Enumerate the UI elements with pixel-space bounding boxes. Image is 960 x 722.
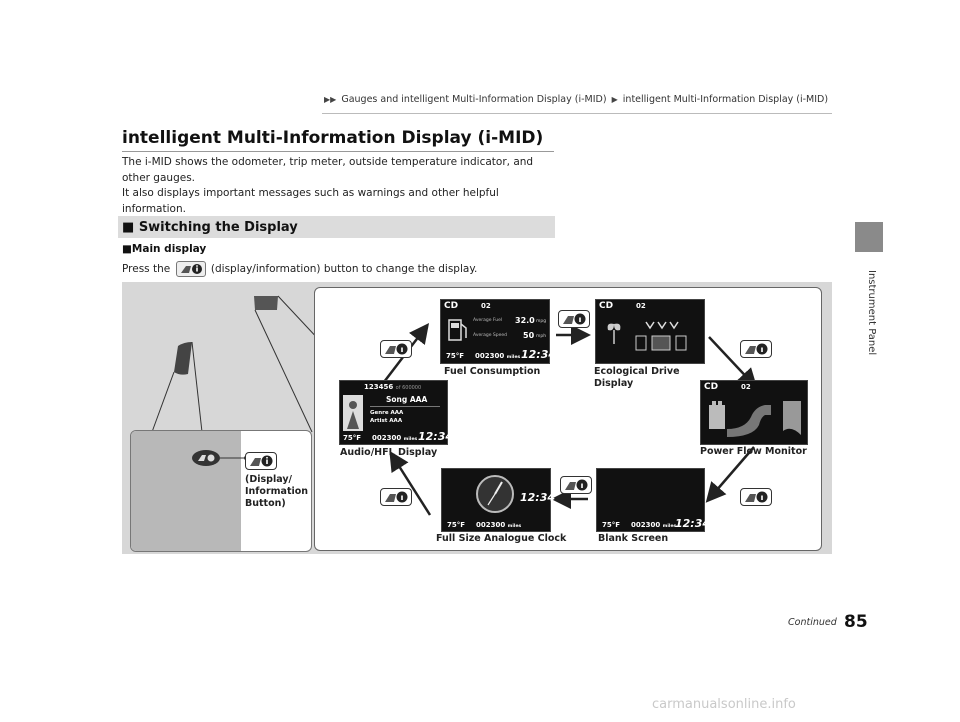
- cd-indicator: CD: [704, 382, 719, 392]
- outside-temperature: 75°F: [447, 521, 466, 529]
- blank-screen-label: Blank Screen: [598, 533, 669, 544]
- breadcrumb-arrow-icon: ▶: [611, 95, 618, 104]
- title-rule: [122, 151, 554, 152]
- display-info-button-icon: [740, 488, 772, 506]
- analogue-clock-label: Full Size Analogue Clock: [436, 533, 567, 544]
- album-art-icon: [343, 395, 363, 431]
- avg-fuel-label: Average Fuel: [473, 318, 503, 323]
- intro-line-1: The i-MID shows the odometer, trip meter…: [122, 156, 534, 184]
- analogue-clock-icon: [476, 475, 514, 513]
- steering-button-icon: [192, 450, 248, 466]
- clock-readout: 12:34: [675, 517, 711, 530]
- avg-speed-label: Average Speed: [473, 333, 508, 338]
- fuel-consumption-screen: CD 02 Average Fuel 32.0 mpg Average Spee…: [440, 299, 556, 364]
- clock-readout: 12:34: [418, 430, 454, 443]
- page-title: intelligent Multi-Information Display (i…: [122, 128, 544, 148]
- power-flow-label: Power Flow Monitor: [700, 446, 807, 457]
- continued-note: Continued: [788, 617, 837, 628]
- breadcrumb-item-1[interactable]: Gauges and intelligent Multi-Information…: [341, 94, 607, 105]
- breadcrumb-item-2[interactable]: intelligent Multi-Information Display (i…: [622, 94, 829, 105]
- power-flow-graphic: [709, 401, 801, 437]
- odometer: 002300 miles: [476, 521, 522, 529]
- button-label: (Display/ Information Button): [245, 474, 309, 509]
- breadcrumb: ▶▶ Gauges and intelligent Multi-Informat…: [322, 94, 828, 105]
- section-header-bar: [118, 216, 555, 238]
- track-number: 02: [481, 302, 491, 310]
- track-number: 02: [636, 302, 646, 310]
- outside-temperature: 75°F: [446, 352, 465, 360]
- button-inset: [130, 430, 312, 552]
- steering-wheel-area: [131, 431, 241, 551]
- eco-drive-screen: CD 02: [595, 299, 705, 364]
- avg-speed-unit: mph: [536, 334, 547, 339]
- avg-fuel-value: 32.0: [515, 316, 535, 325]
- avg-speed-value: 50: [523, 331, 535, 340]
- fuel-pump-icon: [448, 319, 467, 341]
- header-rule: [322, 113, 832, 114]
- odometer: 002300 miles: [475, 352, 521, 360]
- display-info-button-icon: [558, 310, 590, 328]
- display-info-button-icon: [560, 476, 592, 494]
- outside-temperature: 75°F: [602, 521, 621, 529]
- display-info-button-icon: [175, 261, 206, 277]
- side-tab-label: Instrument Panel: [866, 270, 877, 356]
- breadcrumb-arrow-icon: ▶▶: [324, 95, 337, 104]
- eco-leaf-graphic: [607, 321, 687, 351]
- intro-line-2: It also displays important messages such…: [122, 187, 499, 215]
- track-counter: 123456 of 600000: [364, 383, 422, 391]
- display-info-button-icon: [380, 340, 412, 358]
- eco-drive-label: Ecological Drive Display: [594, 366, 680, 389]
- song-title: Song AAA: [386, 395, 428, 404]
- clock-readout: 12:34: [521, 348, 557, 361]
- audio-hfl-screen: 123456 of 600000 Song AAA Genre AAA Arti…: [339, 380, 453, 445]
- outside-temperature: 75°F: [343, 434, 362, 442]
- intro-text: The i-MID shows the odometer, trip meter…: [122, 155, 562, 217]
- odometer: 002300 miles: [372, 434, 418, 442]
- clock-readout: 12:34: [520, 491, 556, 504]
- sub-title: ■Main display: [122, 243, 207, 255]
- fuel-consumption-label: Fuel Consumption: [444, 366, 541, 377]
- odometer: 002300 miles: [631, 521, 677, 529]
- display-info-button-icon: [380, 488, 412, 506]
- figure-callout-lines: [151, 295, 322, 433]
- display-info-button-icon: [245, 452, 277, 470]
- section-tab-marker: [855, 222, 883, 252]
- analogue-clock-screen: 12:34 75°F 002300 miles: [441, 468, 555, 532]
- avg-fuel-unit: mpg: [536, 319, 547, 324]
- artist: Artist AAA: [370, 418, 403, 424]
- cd-indicator: CD: [599, 301, 614, 311]
- track-number: 02: [741, 383, 751, 391]
- progress-rule: [370, 406, 440, 407]
- genre: Genre AAA: [370, 410, 404, 416]
- cd-indicator: CD: [444, 301, 459, 311]
- section-title: ■ Switching the Display: [122, 220, 298, 235]
- power-flow-screen: CD 02: [700, 380, 808, 445]
- press-instruction: Press the (display/information) button t…: [122, 261, 478, 277]
- watermark: carmanualsonline.info: [652, 697, 796, 712]
- display-info-button-icon: [740, 340, 772, 358]
- blank-screen: 75°F 002300 miles 12:34: [596, 468, 710, 532]
- audio-hfl-label: Audio/HFL Display: [340, 447, 438, 458]
- page-number: 85: [844, 612, 868, 632]
